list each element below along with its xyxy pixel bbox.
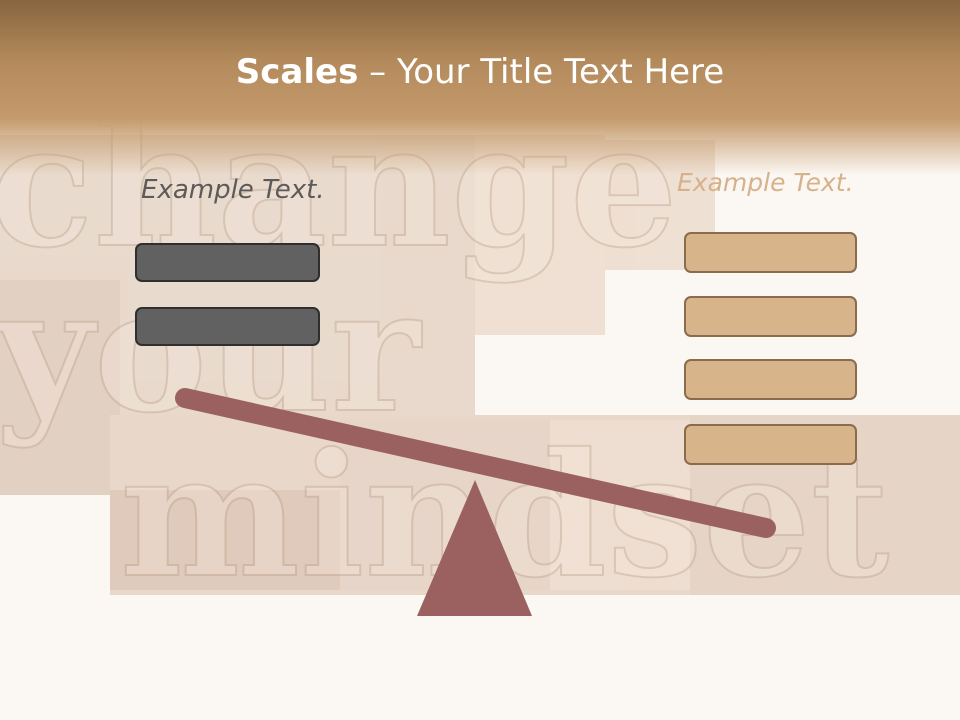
right-box-2 bbox=[684, 296, 857, 337]
slide-title: Scales – Your Title Text Here bbox=[0, 52, 960, 92]
left-box-1 bbox=[135, 243, 320, 282]
seesaw-fulcrum bbox=[417, 480, 532, 616]
left-example-text: Example Text. bbox=[141, 175, 325, 205]
right-box-3 bbox=[684, 359, 857, 400]
right-box-4 bbox=[684, 424, 857, 465]
right-box-1 bbox=[684, 232, 857, 273]
title-bold: Scales bbox=[235, 52, 359, 92]
word-your: your bbox=[0, 251, 423, 451]
header-band bbox=[0, 0, 960, 175]
left-box-2 bbox=[135, 307, 320, 346]
title-rest: – Your Title Text Here bbox=[358, 52, 725, 92]
right-example-text: Example Text. bbox=[677, 168, 854, 197]
seesaw-beam bbox=[175, 388, 776, 538]
